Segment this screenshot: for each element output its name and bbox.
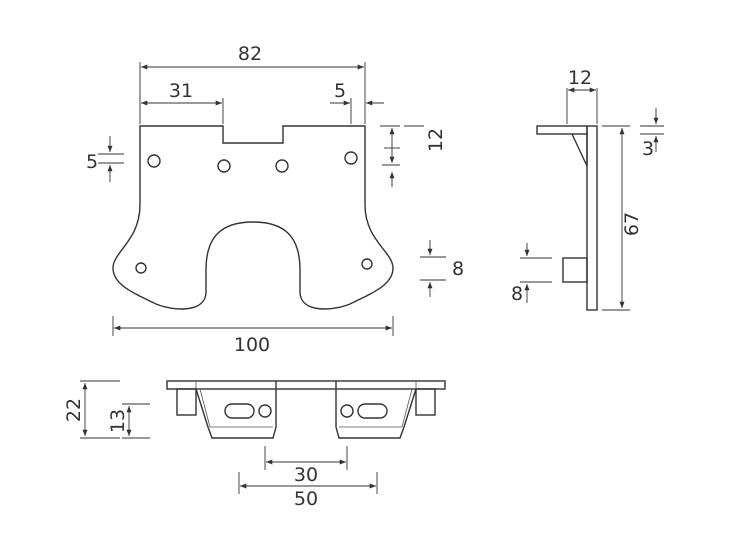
dimension-side-thickness: 3 [640,108,664,160]
dimension-small-ticks [384,125,424,187]
dimension-label: 67 [621,212,643,236]
side-view [536,125,598,311]
dimension-label: 22 [63,398,85,422]
dimension-label: 5 [86,151,98,173]
dimension-label: 3 [642,138,654,160]
dimension-notch-depth: 12 [380,125,447,166]
dimension-label: 82 [238,43,262,65]
side-tab [562,257,588,283]
dimension-label: 12 [425,128,447,152]
plate-outline [112,125,394,310]
dimension-right-offset: 5 [330,80,384,124]
left-hole [258,404,272,418]
right-slot [357,403,388,419]
mount-hole [361,258,373,270]
side-gusset [571,133,588,167]
dimension-label: 31 [169,80,193,102]
dimension-label: 50 [294,488,318,510]
mount-hole [275,159,289,173]
dimension-label: 5 [334,80,346,102]
dimension-side-tab: 8 [511,243,552,305]
dimension-slot-spacing: 30 [264,446,348,486]
side-plate [586,125,598,311]
dimension-bottom-tab-height: 13 [107,403,150,439]
right-hole [340,404,354,418]
left-bracket [195,381,277,439]
dimension-top-width: 82 [139,43,366,124]
dimension-label: 30 [294,464,318,486]
dimension-side-height: 67 [602,125,643,311]
side-flange [536,125,588,135]
dimension-bottom-width: 100 [112,316,394,356]
dimension-label: 13 [107,409,129,433]
left-bracket-inner [195,381,273,428]
left-tab [176,388,197,416]
left-slot [224,403,255,419]
dimension-label: 100 [234,334,270,356]
right-tab [415,388,436,416]
right-bracket-inner [339,381,417,428]
dimension-label: 8 [452,258,464,280]
dimension-bottom-height: 22 [63,380,120,439]
right-bracket [335,381,417,439]
dimension-left-offset: 31 [141,80,224,124]
front-view [112,125,394,310]
dimension-label: 8 [511,283,523,305]
mount-hole [135,262,147,274]
bottom-plate [166,380,446,390]
bottom-view [166,380,446,439]
dimension-label: 12 [568,67,592,89]
mount-hole [147,154,161,168]
dimension-side-flange: 12 [566,67,598,124]
dimension-hole-spacing: 5 [86,136,124,182]
dimension-bottom-gap: 8 [420,240,464,297]
mount-hole [217,159,231,173]
mount-hole [344,151,358,165]
dimension-bracket-spacing: 50 [238,472,378,510]
